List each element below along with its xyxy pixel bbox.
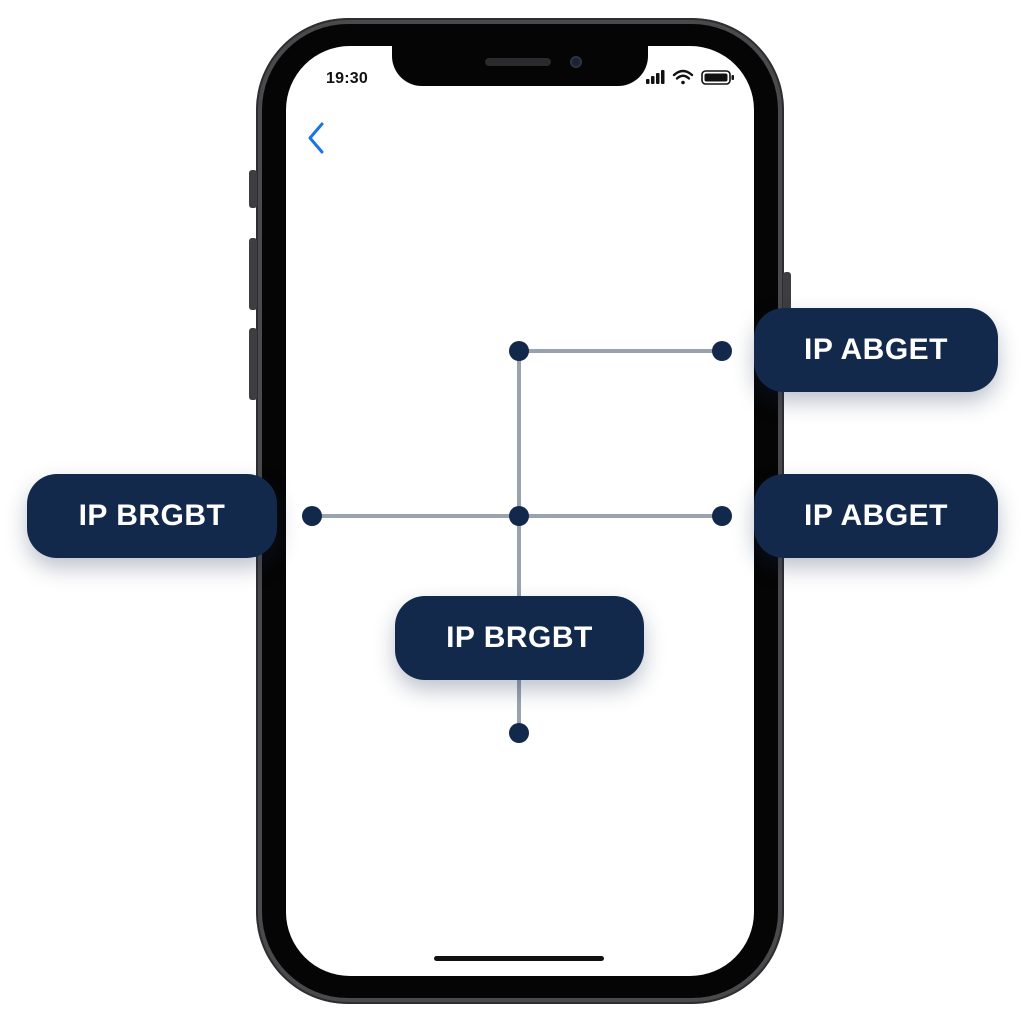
status-time: 19:30 (326, 70, 368, 87)
wifi-icon (672, 69, 694, 85)
speaker-grille (485, 58, 551, 66)
back-button[interactable] (300, 118, 334, 158)
node-label-middle-right[interactable]: IP ABGET (754, 474, 998, 558)
volume-up-button (249, 238, 257, 310)
node-label-middle-left[interactable]: IP BRGBT (27, 474, 277, 558)
cellular-signal-icon (646, 70, 665, 84)
front-camera (570, 56, 582, 68)
mute-switch (249, 170, 257, 208)
node-label-bottom-center[interactable]: IP BRGBT (395, 596, 644, 680)
node-label-top-right[interactable]: IP ABGET (754, 308, 998, 392)
volume-down-button (249, 328, 257, 400)
chevron-left-icon (308, 122, 324, 154)
home-indicator[interactable] (434, 956, 604, 961)
phone-screen (286, 46, 754, 976)
status-icons (646, 68, 736, 88)
battery-icon (701, 70, 734, 85)
